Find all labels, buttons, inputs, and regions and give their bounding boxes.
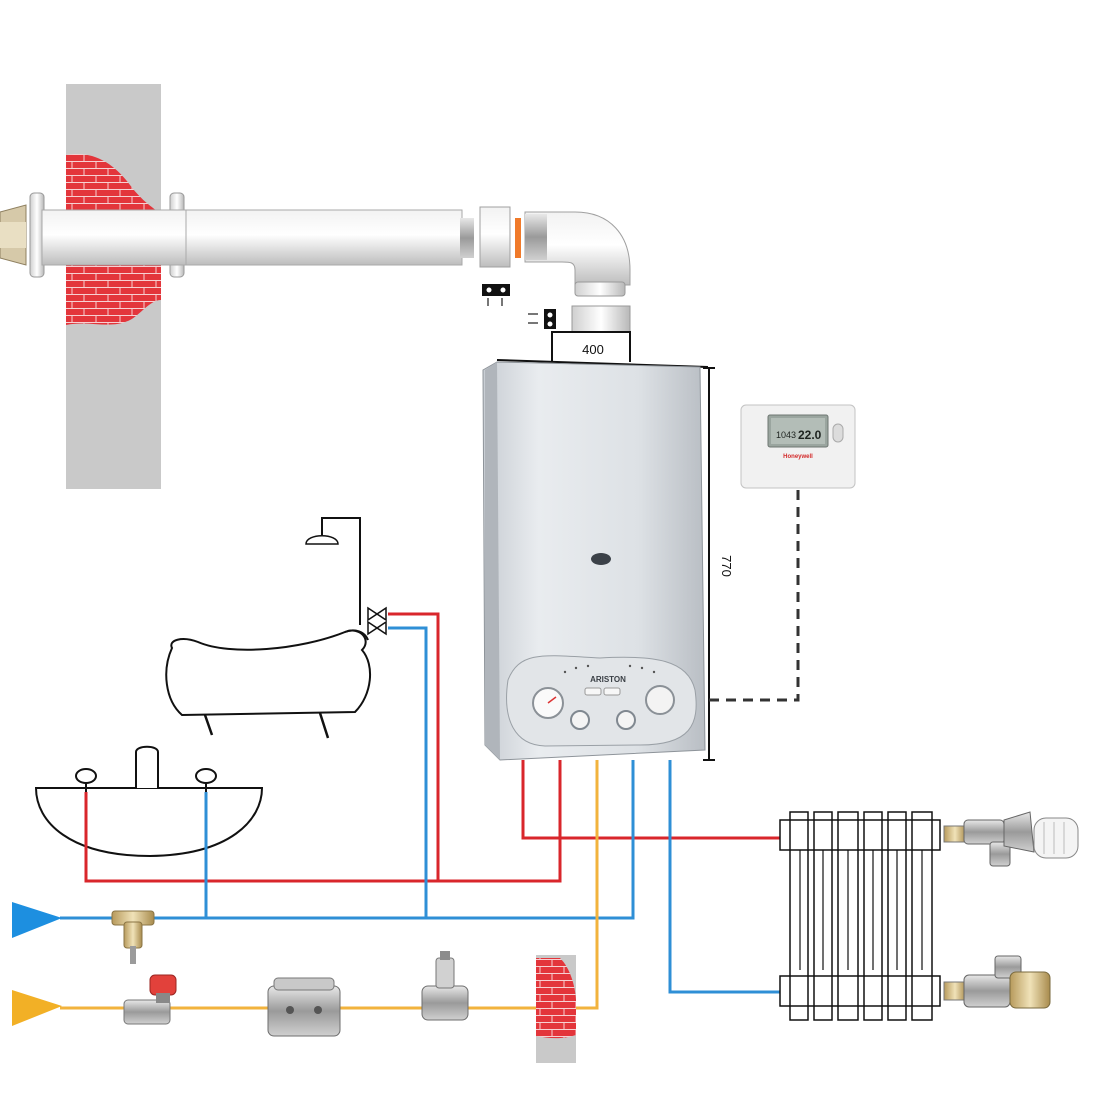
hot-tap-icon — [75, 768, 97, 784]
flue-elbow — [524, 211, 631, 286]
gas-pipe — [60, 760, 599, 1010]
radiator — [779, 811, 941, 1021]
boiler-brand: ARISTON — [590, 675, 626, 684]
height-label: 770 — [719, 555, 734, 577]
boiler-window — [591, 553, 611, 565]
thermostat-brand: Honeywell — [783, 454, 813, 460]
screw-icon — [482, 284, 510, 306]
width-label: 400 — [582, 342, 604, 357]
thermostat-buttons[interactable] — [832, 423, 844, 443]
radiator-lockshield-valve-icon[interactable] — [943, 955, 1051, 1009]
cold-water-inlet-arrow — [12, 902, 62, 938]
screw-icon — [528, 309, 556, 329]
exterior-wall — [66, 84, 161, 489]
hot-water-pipes — [84, 612, 780, 883]
gas-pressure-regulator-icon — [421, 951, 469, 1021]
boiler: 400 770 ARISTON — [482, 331, 734, 761]
shower-head-icon — [305, 535, 339, 545]
boiler-control-panel: ARISTON — [506, 655, 697, 747]
water-filter-icon — [111, 910, 155, 964]
bathtub — [165, 629, 372, 739]
cold-tap-icon — [195, 768, 217, 784]
gas-solenoid-valve-icon — [123, 974, 177, 1025]
thermostat-wire — [706, 490, 800, 702]
display-window — [645, 685, 675, 715]
cold-water-pipes — [60, 626, 780, 994]
height-dimension: 770 — [703, 367, 734, 761]
faucet-icon — [135, 745, 159, 788]
thermostatic-radiator-valve-icon[interactable] — [943, 811, 1079, 867]
gas-filter-icon — [267, 977, 341, 1037]
room-thermostat[interactable]: 1043 22.0 Honeywell — [740, 404, 856, 489]
dhw-knob[interactable] — [616, 710, 636, 730]
gas-wall-penetration — [536, 955, 576, 1063]
washbasin — [34, 745, 264, 858]
mixer-valve-icon — [367, 606, 387, 636]
thermostat-time: 1043 — [776, 430, 796, 440]
width-dimension: 400 — [496, 331, 709, 368]
shower — [305, 517, 361, 625]
gas-inlet-arrow — [12, 990, 62, 1026]
thermostat-temperature: 22.0 — [798, 428, 822, 442]
heating-knob[interactable] — [570, 710, 590, 730]
coaxial-flue-pipe — [0, 192, 631, 333]
